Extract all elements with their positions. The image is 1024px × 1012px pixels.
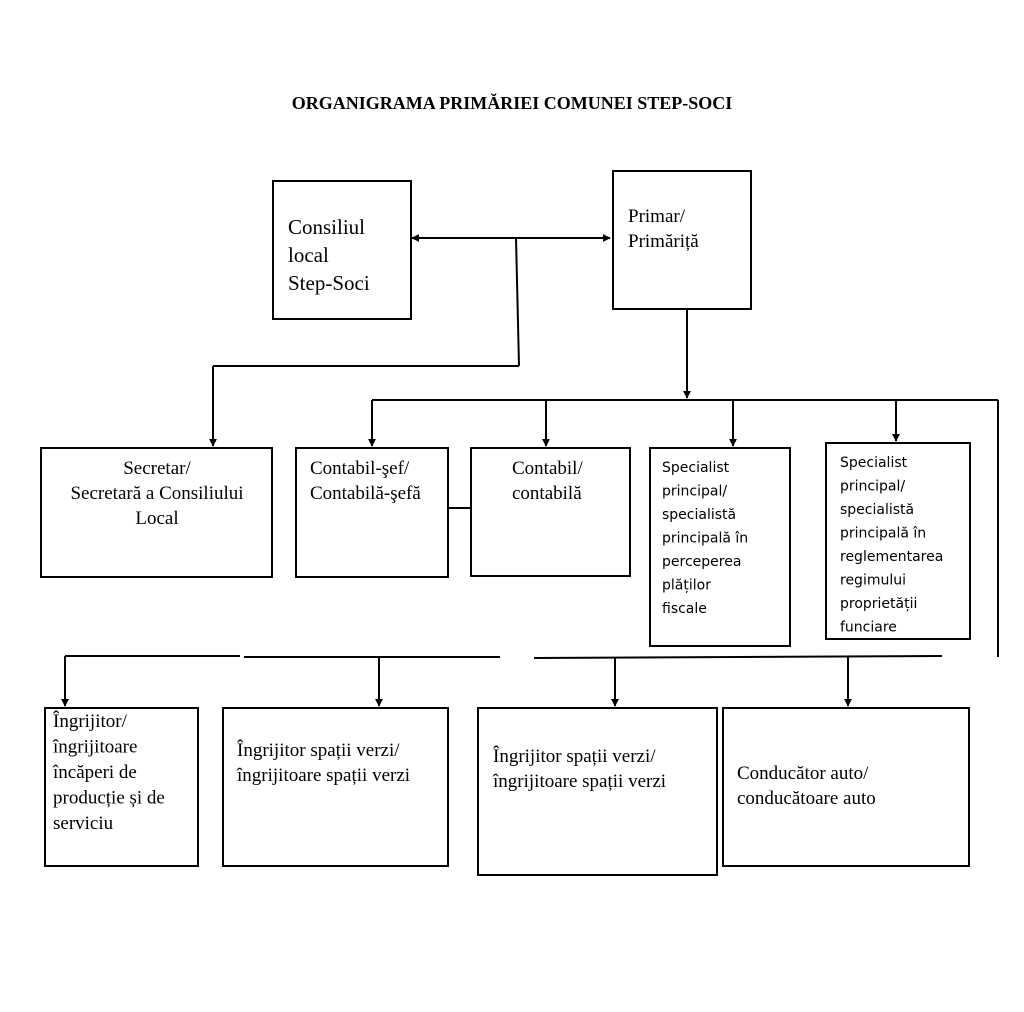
node-specialist-fiscal-label: Specialist principal/specialistă principal… bbox=[662, 460, 748, 617]
node-specialist-funciar: Specialist principal/specialistă principal… bbox=[825, 442, 971, 640]
node-label-line: încăperi de bbox=[52, 762, 137, 783]
node-label-line: funciare bbox=[840, 620, 897, 636]
connector-bottom-right bbox=[533, 655, 943, 659]
node-ingrijitor-incaperi: Îngrijitor/îngrijitoare încăperi de produc… bbox=[44, 707, 199, 867]
node-label-line: plăților bbox=[662, 578, 711, 594]
node-label-line: Consiliul bbox=[288, 215, 365, 239]
node-specialist-fiscal: Specialist principal/specialistă principal… bbox=[649, 447, 791, 647]
connector-council-drop bbox=[515, 237, 520, 367]
node-label-line: Specialist bbox=[840, 455, 908, 471]
node-label-line: îngrijitoare spații verzi bbox=[236, 765, 410, 786]
node-ingrijitor-incaperi-label: Îngrijitor/îngrijitoare încăperi de produc… bbox=[52, 710, 165, 834]
node-conducator-label: Conducător auto/conducătoare auto bbox=[737, 763, 876, 809]
node-label-line: Îngrijitor/ bbox=[53, 710, 128, 732]
node-ingrijitor-verzi-1-label: Îngrijitor spații verzi/îngrijitoare spa… bbox=[236, 739, 410, 786]
node-primar-label: Primar/Primăriță bbox=[628, 206, 699, 252]
node-label-line: Îngrijitor spații verzi/ bbox=[237, 739, 400, 761]
node-label-line: specialistă bbox=[840, 502, 914, 518]
node-ingrijitor-verzi-1: Îngrijitor spații verzi/îngrijitoare spa… bbox=[222, 707, 449, 867]
node-contabil-label: Contabil/contabilă bbox=[512, 458, 583, 504]
node-label-line: Specialist bbox=[662, 460, 730, 476]
node-label-line: regimului bbox=[840, 573, 906, 589]
node-label-line: fiscale bbox=[662, 601, 707, 617]
node-ingrijitor-verzi-2: Îngrijitor spații verzi/îngrijitoare spa… bbox=[477, 707, 718, 876]
node-ingrijitor-verzi-2-label: Îngrijitor spații verzi/îngrijitoare spa… bbox=[492, 745, 666, 792]
node-label-line: îngrijitoare bbox=[52, 737, 137, 758]
node-contabil: Contabil/contabilă bbox=[470, 447, 631, 577]
node-label-line: îngrijitoare spații verzi bbox=[492, 771, 666, 792]
connectors bbox=[61, 234, 999, 707]
node-label-line: Contabilă-şefă bbox=[310, 483, 421, 504]
node-label-line: proprietății bbox=[840, 596, 917, 612]
node-label-line: Conducător auto/ bbox=[737, 763, 869, 784]
node-contabil-sef-label: Contabil-şef/Contabilă-şefă bbox=[310, 458, 421, 504]
node-label-line: contabilă bbox=[512, 483, 582, 504]
node-label-line: local bbox=[288, 243, 329, 267]
node-label-line: principal/ bbox=[840, 479, 905, 495]
node-specialist-funciar-label: Specialist principal/specialistă principal… bbox=[840, 455, 943, 636]
node-conducator-auto: Conducător auto/conducătoare auto bbox=[722, 707, 970, 867]
node-label-line: reglementarea bbox=[840, 549, 943, 565]
node-label-line: Secretară a Consiliului bbox=[70, 483, 243, 504]
node-label-line: specialistă bbox=[662, 507, 736, 523]
node-label-line: Primar/ bbox=[628, 206, 686, 227]
node-label-line: principală în bbox=[840, 526, 926, 542]
node-label-line: Îngrijitor spații verzi/ bbox=[493, 745, 656, 767]
node-label-line: Contabil-şef/ bbox=[310, 458, 410, 479]
node-label-line: Step-Soci bbox=[288, 271, 370, 295]
node-label-line: principală în bbox=[662, 531, 748, 547]
node-label-line: Secretar/ bbox=[123, 458, 191, 479]
node-contabil-sef: Contabil-şef/Contabilă-şefă bbox=[295, 447, 449, 578]
node-label-line: producție și de bbox=[53, 788, 165, 809]
chart-title: ORGANIGRAMA PRIMĂRIEI COMUNEI STEP-SOCI bbox=[292, 92, 733, 113]
node-primar: Primar/Primăriță bbox=[612, 170, 752, 310]
node-label-line: serviciu bbox=[53, 813, 114, 834]
node-label-line: perceperea bbox=[662, 554, 741, 570]
node-label-line: conducătoare auto bbox=[737, 788, 876, 809]
node-label-line: Primăriță bbox=[628, 231, 699, 252]
node-label-line: principal/ bbox=[662, 484, 727, 500]
node-label-line: Local bbox=[135, 508, 178, 529]
node-label-line: Contabil/ bbox=[512, 458, 583, 479]
